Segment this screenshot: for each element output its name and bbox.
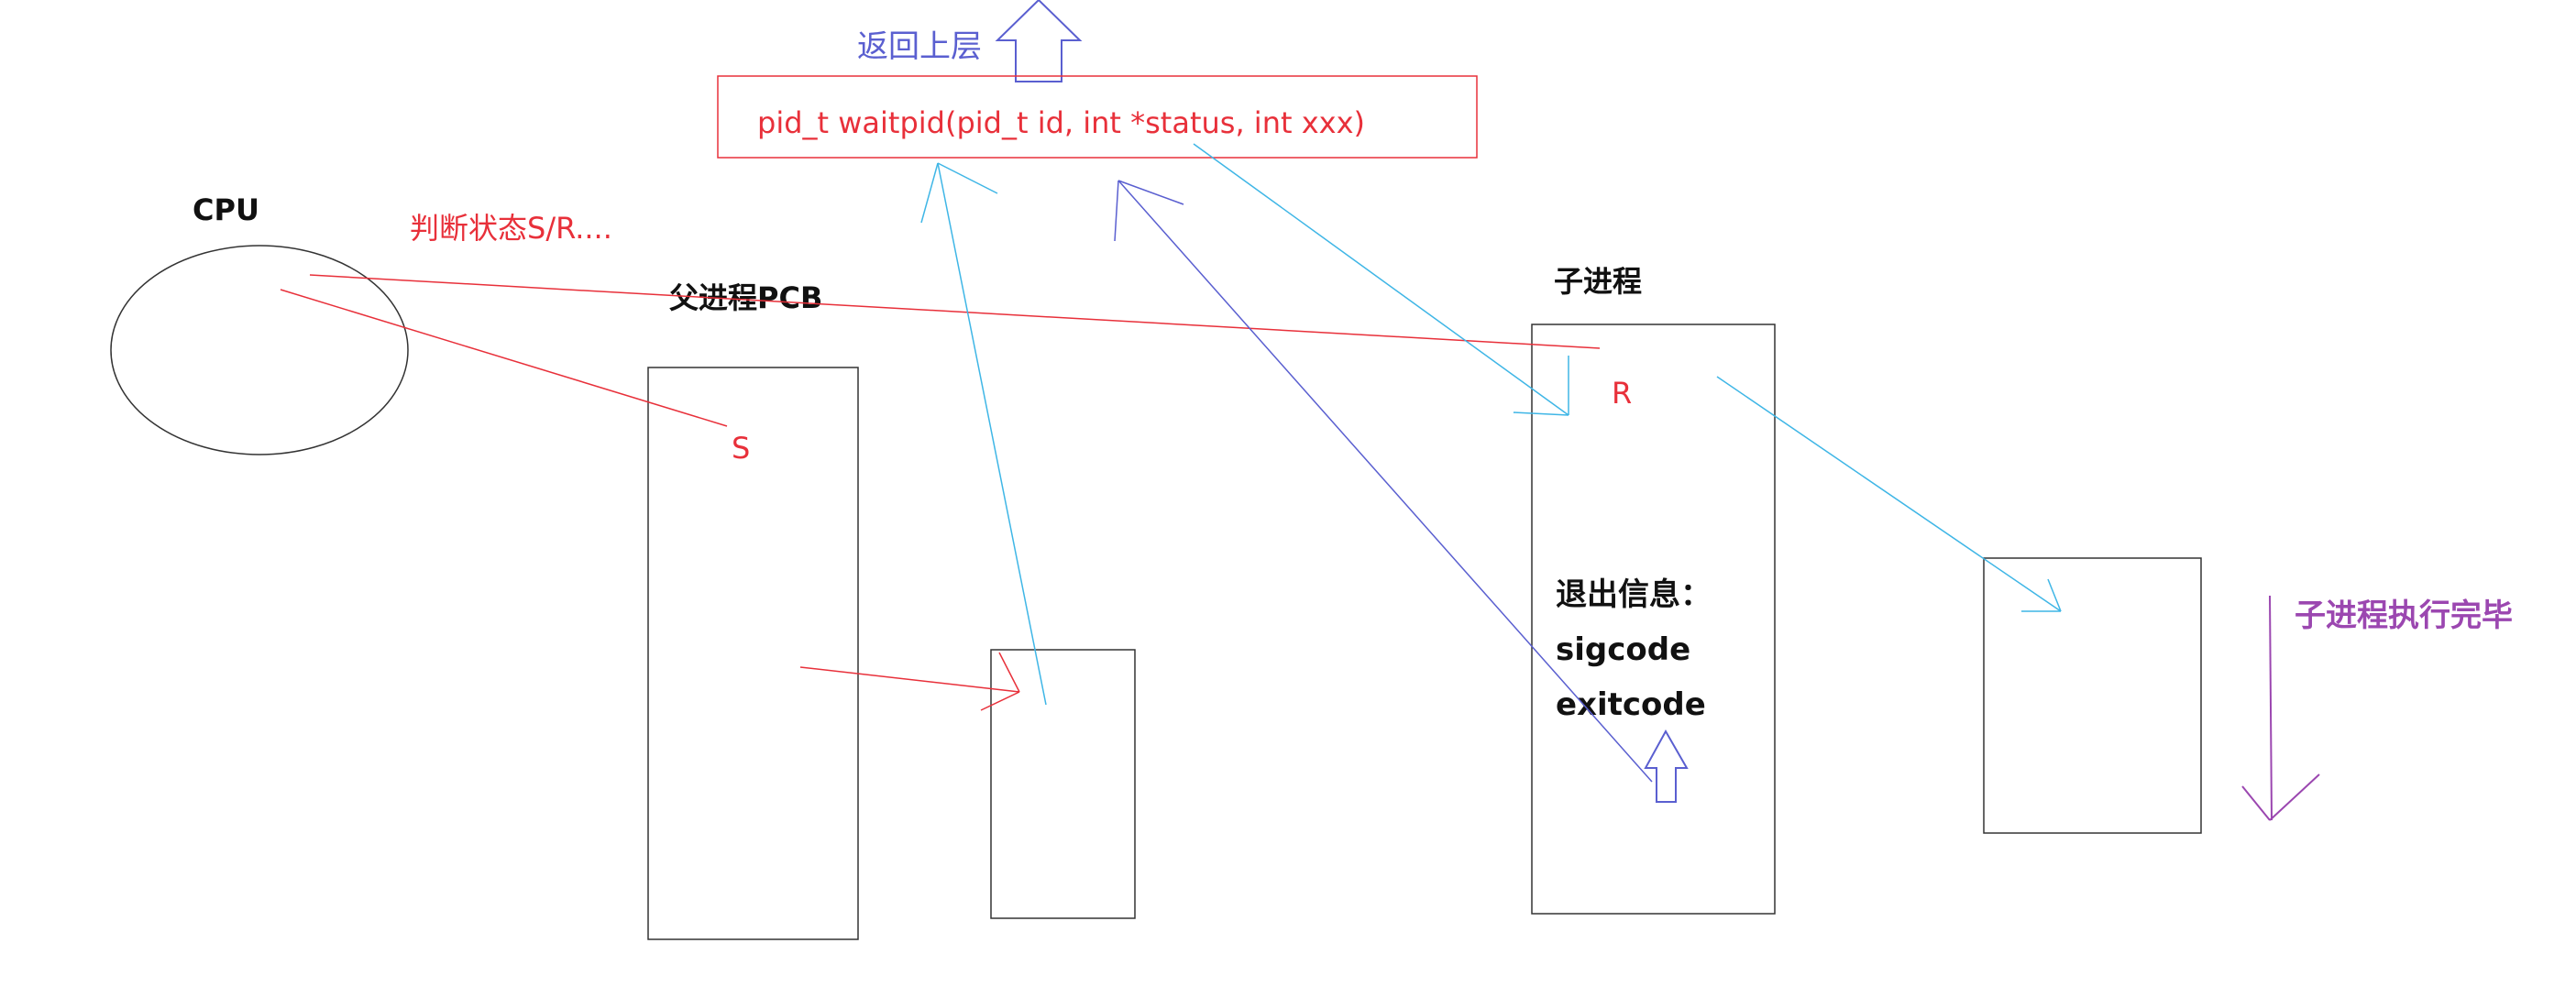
child-to-finished-arrow bbox=[1716, 376, 2062, 612]
waitpid-to-child-arrow bbox=[1193, 143, 1569, 416]
cpu-label: CPU bbox=[193, 192, 259, 227]
status-to-waitpid-arrow bbox=[920, 162, 1047, 706]
exitcode-up-arrow-icon bbox=[1644, 729, 1689, 803]
cpu-to-parent-line bbox=[280, 289, 728, 427]
parent-pcb-label: 父进程PCB bbox=[669, 280, 822, 315]
parent-to-status-arrow bbox=[799, 652, 1020, 711]
status-box bbox=[990, 649, 1136, 919]
parent-pcb-box bbox=[647, 367, 859, 940]
exitcode-label: exitcode bbox=[1556, 686, 1706, 723]
return-upper-label: 返回上层 bbox=[857, 28, 982, 65]
exit-info-to-waitpid-arrow bbox=[1114, 180, 1653, 783]
finished-down-arrow-icon bbox=[2241, 595, 2320, 821]
return-up-arrow-icon bbox=[995, 0, 1083, 82]
waitpid-box bbox=[717, 75, 1478, 159]
judge-state-label: 判断状态S/R.... bbox=[410, 211, 612, 246]
sigcode-label: sigcode bbox=[1556, 631, 1690, 668]
finished-child-box bbox=[1983, 557, 2202, 834]
child-process-box bbox=[1531, 324, 1776, 915]
exit-info-label: 退出信息： bbox=[1556, 576, 1712, 613]
child-process-label: 子进程 bbox=[1554, 264, 1642, 299]
state-r-label: R bbox=[1612, 376, 1632, 411]
cpu-ellipse bbox=[110, 245, 409, 455]
cpu-to-child-line bbox=[309, 274, 1601, 349]
state-s-label: S bbox=[732, 431, 750, 466]
child-done-label: 子进程执行完毕 bbox=[2295, 598, 2513, 634]
waitpid-signature: pid_t waitpid(pid_t id, int *status, int… bbox=[757, 105, 1365, 140]
